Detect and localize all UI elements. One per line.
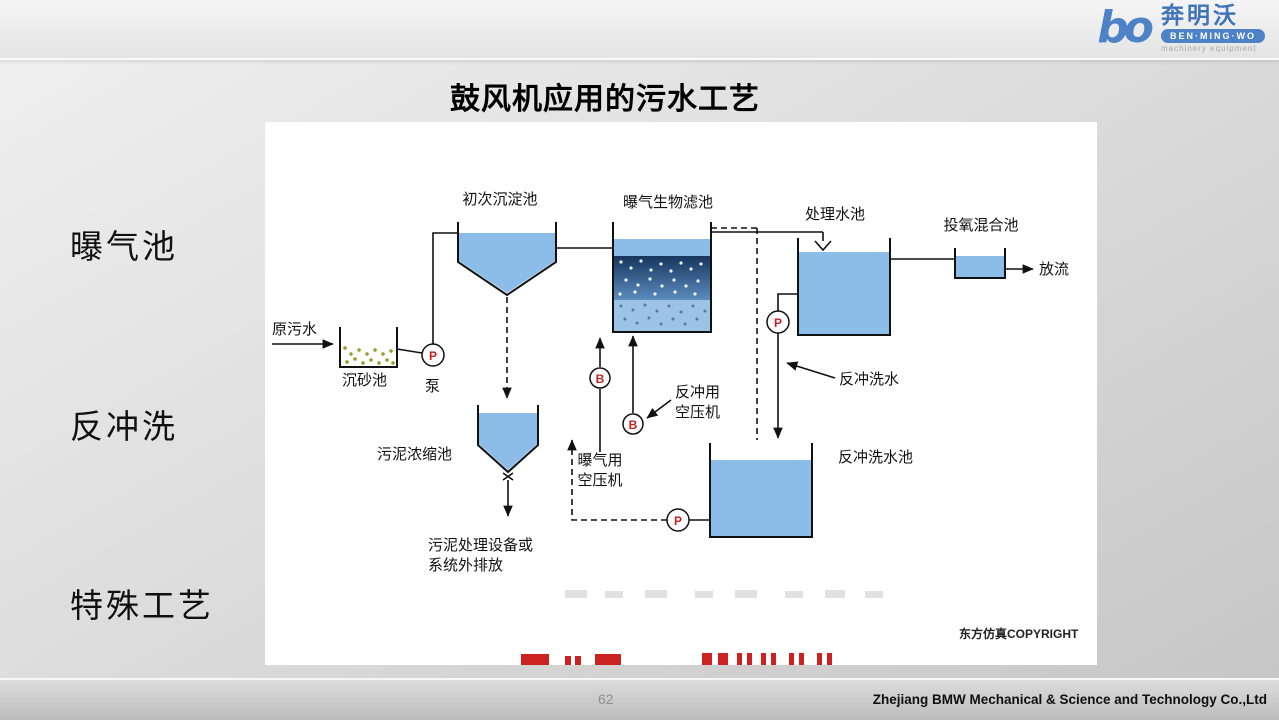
biofilter-tank-walls bbox=[612, 222, 712, 333]
aerated-biofilter-label: 曝气生物滤池 bbox=[623, 194, 713, 211]
grit-chamber-label: 沉砂池 bbox=[342, 372, 387, 389]
side-label-special-process: 特殊工艺 bbox=[70, 589, 214, 625]
return-pump-letter: P bbox=[674, 514, 682, 528]
aeration-blower-circle bbox=[589, 367, 611, 389]
aeration-compressor-label-line1: 曝气用 bbox=[577, 452, 622, 469]
logo-company-name: 奔明沃 bbox=[1161, 2, 1239, 28]
slide-footer: 62 Zhejiang BMW Mechanical & Science and… bbox=[0, 678, 1279, 720]
treated-tank-walls bbox=[797, 238, 891, 336]
sludge-disposal-label-line1: 污泥处理设备或 bbox=[428, 537, 533, 554]
raw-sewage-inlet: 原污水 bbox=[272, 321, 334, 349]
side-label-backwash: 反冲洗 bbox=[70, 410, 178, 446]
sedimentation-water bbox=[459, 233, 555, 293]
cropped-red-text-fragments bbox=[521, 653, 832, 665]
backwash-compressor-leader bbox=[646, 399, 672, 419]
aeration-blower: B 曝气用 空压机 bbox=[577, 337, 623, 489]
biofilter-media-lower-band bbox=[614, 300, 710, 331]
grit-chamber: 沉砂池 bbox=[339, 327, 398, 389]
discharge-label: 放流 bbox=[1039, 261, 1069, 278]
grit-to-pump-pipe bbox=[396, 348, 423, 354]
logo-mark-icon: bo bbox=[1097, 2, 1154, 53]
primary-sedimentation-label: 初次沉淀池 bbox=[462, 191, 537, 208]
faint-watermark-fragments bbox=[565, 590, 883, 598]
aerated-biofilter: 曝气生物滤池 bbox=[556, 194, 713, 333]
side-label-aeration-tank: 曝气池 bbox=[70, 230, 178, 266]
backwash-return-pump: P bbox=[567, 439, 710, 532]
backwash-tank-label: 反冲洗水池 bbox=[838, 449, 913, 466]
pump-to-sedimentation-pipe bbox=[432, 232, 457, 344]
backwash-supply-pipe bbox=[773, 293, 798, 439]
backwash-supply-pump: P 反冲洗水 bbox=[766, 293, 899, 439]
raw-sewage-label: 原污水 bbox=[272, 321, 317, 338]
company-logo: bo 奔明沃 BEN·MING·WO machinery equipment bbox=[1097, 3, 1265, 53]
backwash-drain-pipe bbox=[711, 227, 758, 440]
biofilter-media-dots bbox=[619, 303, 707, 326]
treated-water-tank: 处理水池 bbox=[711, 206, 891, 336]
diagram-canvas: 原污水 沉砂池 P 泵 bbox=[265, 122, 1097, 665]
biofilter-air-bubbles bbox=[618, 259, 703, 296]
backwash-compressor-label-line2: 空压机 bbox=[675, 404, 720, 421]
page-number: 62 bbox=[598, 691, 614, 707]
feed-pump: P 泵 bbox=[396, 232, 457, 395]
aeration-blower-letter: B bbox=[596, 372, 605, 386]
backwash-pump-circle bbox=[766, 310, 790, 334]
return-pump-circle bbox=[666, 508, 690, 532]
logo-tagline: machinery equipment bbox=[1161, 44, 1257, 53]
backwash-water-label: 反冲洗水 bbox=[839, 371, 899, 388]
backwash-water-tank: 反冲洗水池 bbox=[709, 443, 913, 538]
logo-romanized-name: BEN·MING·WO bbox=[1161, 29, 1265, 43]
grit-chamber-tank bbox=[339, 327, 398, 368]
primary-sedimentation-tank: 初次沉淀池 bbox=[457, 191, 557, 297]
thickener-water bbox=[479, 413, 537, 470]
backwash-tank-walls bbox=[709, 443, 813, 538]
thickener-valve bbox=[502, 472, 514, 481]
thickener-tank-walls bbox=[477, 405, 539, 474]
backwash-tank-water bbox=[711, 460, 811, 536]
treated-water bbox=[799, 252, 889, 334]
backwash-compressor-label-line1: 反冲用 bbox=[675, 384, 720, 401]
pump-symbol-circle bbox=[421, 343, 445, 367]
oxygen-mixing-label: 投氧混合池 bbox=[943, 217, 1018, 234]
backwash-water-leader bbox=[786, 361, 836, 379]
footer-company-name: Zhejiang BMW Mechanical & Science and Te… bbox=[872, 692, 1267, 707]
backwash-pump-letter: P bbox=[774, 316, 782, 330]
simulation-copyright: 东方仿真COPYRIGHT bbox=[959, 626, 1079, 641]
sludge-thickener: 污泥浓缩池 污泥处理设备或 系统外排放 bbox=[377, 297, 539, 574]
slide-header: bo 奔明沃 BEN·MING·WO machinery equipment bbox=[0, 0, 1279, 60]
oxygen-mixing-tank: 投氧混合池 放流 bbox=[890, 217, 1069, 279]
pump-label: 泵 bbox=[425, 379, 440, 395]
backwash-blower-circle bbox=[622, 413, 644, 435]
return-pump-discharge-pipe bbox=[567, 439, 667, 521]
grit-particles bbox=[343, 346, 395, 365]
sludge-disposal-label-line2: 系统外排放 bbox=[428, 557, 503, 574]
treated-inlet-funnel bbox=[814, 240, 832, 252]
process-flow-diagram: 原污水 沉砂池 P 泵 bbox=[272, 191, 1079, 665]
mixing-water bbox=[956, 256, 1004, 277]
mixing-tank-walls bbox=[954, 248, 1006, 279]
backwash-blower-letter: B bbox=[629, 418, 638, 432]
logo-text-block: 奔明沃 BEN·MING·WO machinery equipment bbox=[1161, 3, 1265, 53]
aeration-compressor-label-line2: 空压机 bbox=[577, 472, 622, 489]
pump-symbol-letter: P bbox=[429, 349, 437, 363]
treated-water-label: 处理水池 bbox=[805, 206, 865, 223]
sludge-thickener-label: 污泥浓缩池 bbox=[377, 446, 452, 463]
page-title: 鼓风机应用的污水工艺 bbox=[450, 83, 760, 116]
backwash-blower: B 反冲用 空压机 bbox=[622, 335, 720, 435]
